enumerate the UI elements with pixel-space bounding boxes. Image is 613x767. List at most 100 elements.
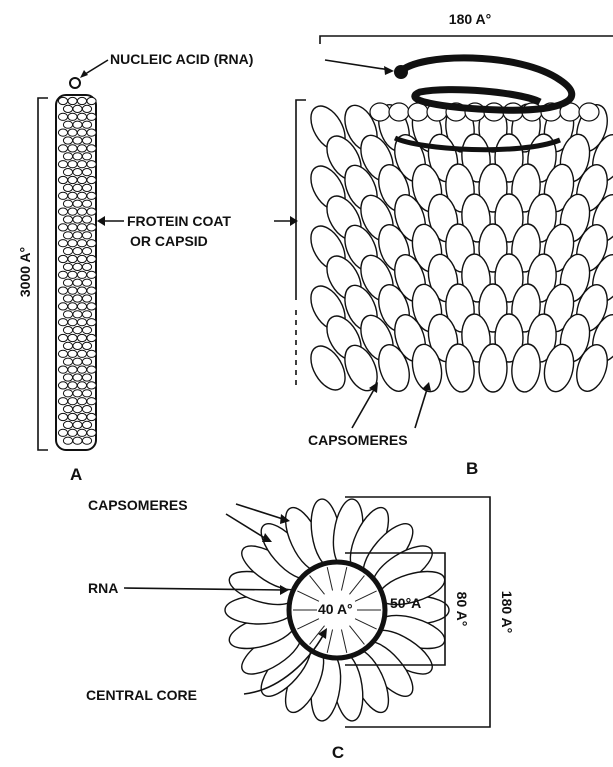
rod-cell (68, 382, 77, 389)
rod-cell (58, 113, 67, 120)
rod-cell (87, 208, 96, 215)
rod-cell (77, 413, 86, 420)
rod-cell (68, 192, 77, 199)
rod-cell (63, 153, 72, 160)
width-bracket-b (320, 36, 613, 44)
rod-cell (68, 176, 77, 183)
rod-cell (87, 192, 96, 199)
rod-cell (68, 319, 77, 326)
rod-cell (77, 303, 86, 310)
capsomeres-label-b: CAPSOMERES (308, 432, 408, 448)
rod-cell (87, 319, 96, 326)
rod-cell (58, 287, 67, 294)
rod-cell (58, 255, 67, 262)
rod-cell (77, 176, 86, 183)
nucleic-acid-label: NUCLEIC ACID (RNA) (110, 51, 253, 67)
dim-180-label-c: 180 A° (499, 591, 515, 633)
width-label-b: 180 A° (449, 11, 491, 27)
rod-cell (58, 240, 67, 247)
rod-cell (58, 366, 67, 373)
rod-cell (82, 169, 91, 176)
rod-cell (73, 153, 82, 160)
rod-cell (87, 398, 96, 405)
rod-cell (77, 208, 86, 215)
rod-cell (82, 390, 91, 397)
rod-cell (82, 311, 91, 318)
protein-coat-label-1: FROTEIN COAT (127, 213, 231, 229)
rod-cell (82, 406, 91, 413)
rod-cell (73, 279, 82, 286)
rod-cell (58, 429, 67, 436)
panel-label-c: C (332, 743, 344, 762)
rod-cell (73, 169, 82, 176)
rod-cell (77, 192, 86, 199)
rod-cell (73, 437, 82, 444)
rod-cell (68, 97, 77, 104)
rod-cell (63, 232, 72, 239)
rod-cell (58, 129, 67, 136)
rod-cell (77, 255, 86, 262)
rod-cell (87, 224, 96, 231)
rod-capsomeres (58, 97, 96, 444)
rod-cell (68, 287, 77, 294)
rod-cell (82, 342, 91, 349)
rod-rna-tip (70, 78, 80, 88)
rod-cell (68, 224, 77, 231)
rod-cell (68, 413, 77, 420)
rod-cell (73, 374, 82, 381)
rod-cell (73, 184, 82, 191)
panel-b-segment (304, 58, 613, 396)
rod-cell (73, 311, 82, 318)
length-label-a: 3000 A° (17, 247, 33, 297)
rod-cell (63, 279, 72, 286)
rod-cell (58, 161, 67, 168)
rod-cell (87, 350, 96, 357)
rod-cell (77, 350, 86, 357)
central-core-label: CENTRAL CORE (86, 687, 197, 703)
rod-cell (58, 303, 67, 310)
rod-cell (68, 255, 77, 262)
rod-cell (73, 263, 82, 270)
rod-cell (58, 319, 67, 326)
panel-label-b: B (466, 459, 478, 478)
rod-cell (73, 137, 82, 144)
rna-label-c: RNA (88, 580, 118, 596)
rod-cell (82, 232, 91, 239)
rod-cell (68, 145, 77, 152)
rod-cell (82, 137, 91, 144)
panel-label-a: A (70, 465, 82, 484)
rod-cell (77, 145, 86, 152)
rod-cell (63, 390, 72, 397)
dim-50-label: 50°A (390, 595, 421, 611)
rod-cell (68, 398, 77, 405)
length-bracket-a (38, 98, 48, 450)
rod-cell (58, 176, 67, 183)
rod-cell (77, 429, 86, 436)
rod-cell (63, 121, 72, 128)
rod-cell (87, 255, 96, 262)
rod-cell (63, 137, 72, 144)
rod-cell (77, 382, 86, 389)
rod-cell (77, 398, 86, 405)
rod-cell (82, 184, 91, 191)
protein-coat-label-2: OR CAPSID (130, 233, 208, 249)
rod-cell (73, 295, 82, 302)
rod-cell (63, 421, 72, 428)
rod-cell (77, 129, 86, 136)
rod-cell (63, 184, 72, 191)
rod-cell (82, 248, 91, 255)
rod-cell (87, 145, 96, 152)
rod-cell (63, 358, 72, 365)
rod-cell (63, 311, 72, 318)
rod-cell (87, 303, 96, 310)
rod-cell (63, 169, 72, 176)
rod-cell (87, 240, 96, 247)
rod-cell (73, 121, 82, 128)
rod-cell (82, 295, 91, 302)
rod-cell (63, 342, 72, 349)
rim-capsomere (408, 103, 428, 121)
panel-b-height-bracket (296, 100, 306, 390)
rod-cell (68, 208, 77, 215)
rod-cell (87, 366, 96, 373)
